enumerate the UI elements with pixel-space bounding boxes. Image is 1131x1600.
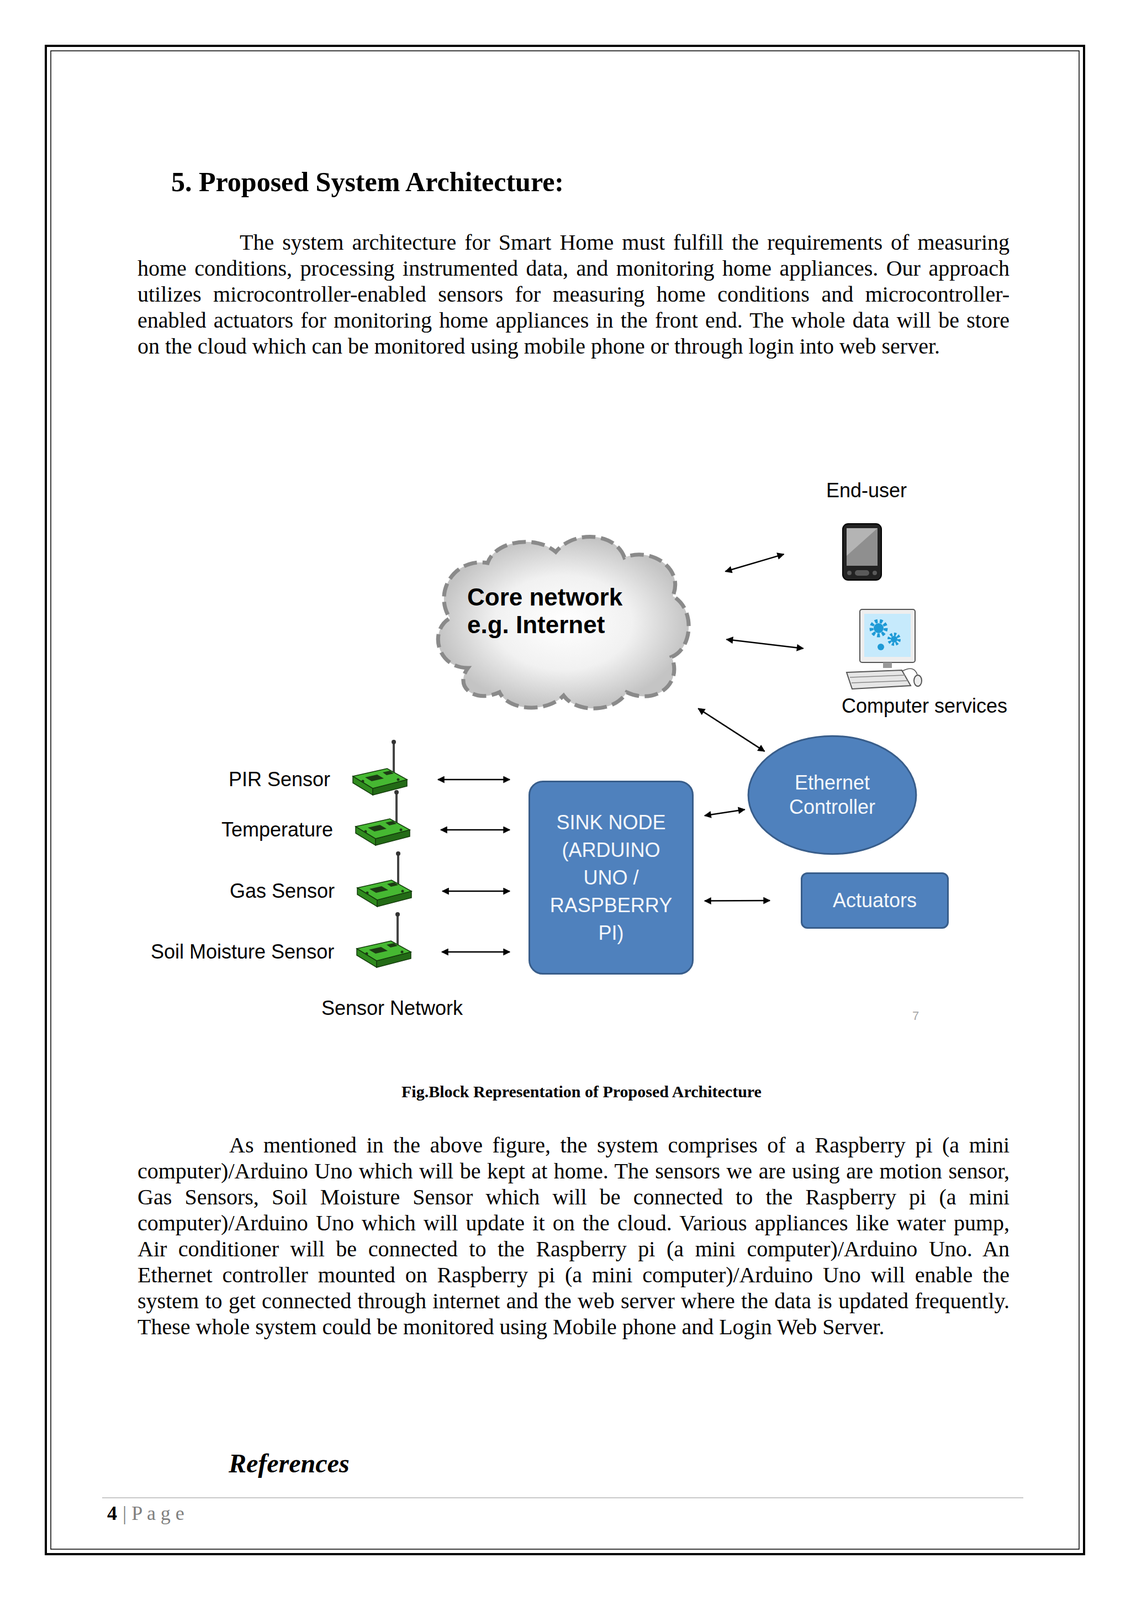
sensor-node: Soil Moisture Sensor: [150, 934, 415, 969]
keyboard-keys: [849, 674, 906, 678]
device-label: End-user: [826, 478, 907, 503]
keyboard: [846, 669, 911, 689]
cloud-shape: [437, 536, 689, 709]
link-arrow: [698, 707, 765, 751]
link-arrow: [725, 553, 785, 572]
chip: [385, 820, 397, 826]
end-user-device: End-user: [826, 478, 907, 581]
sensor-icon: [353, 934, 415, 969]
chip: [369, 885, 389, 893]
led: [400, 950, 404, 954]
board-top: [356, 940, 411, 961]
section-heading: References: [228, 1447, 350, 1479]
gear: [877, 643, 885, 650]
page-border-outer: [45, 45, 1085, 1554]
screen-glare: [846, 527, 878, 556]
mouse: [913, 674, 922, 686]
chip: [365, 774, 384, 781]
chip: [382, 770, 394, 775]
led: [364, 830, 368, 833]
body-paragraph: The system architecture for Smart Home m…: [137, 229, 1010, 359]
computer-icon: [844, 606, 923, 694]
group-label: Sensor Network: [321, 995, 463, 1020]
ellipse-shape: [748, 735, 917, 854]
ellipse-outline: [746, 734, 918, 855]
page-footer: | P a g e: [122, 1501, 185, 1525]
monitor-screen: [864, 613, 911, 657]
link-arrow: [437, 778, 510, 781]
phone-button: [847, 570, 852, 575]
chip: [387, 881, 399, 887]
sensor-label: Temperature: [221, 817, 334, 842]
gear: [873, 622, 884, 633]
monitor-stand: [883, 662, 892, 668]
sensor-node: Temperature: [221, 812, 414, 847]
led: [365, 952, 369, 955]
sensor-node: Gas Sensor: [229, 874, 415, 908]
phone-icon: [841, 522, 883, 581]
phone-button: [854, 569, 870, 576]
link-arrow: [726, 638, 804, 648]
page-border-inner: [50, 50, 1080, 1549]
led: [397, 778, 400, 781]
network-cloud: Core network e.g. Internet: [428, 525, 694, 715]
antenna-tip: [395, 911, 400, 917]
led: [366, 891, 369, 895]
body-paragraph: As mentioned in the above figure, the sy…: [137, 1131, 1010, 1340]
sensor-label: Gas Sensor: [229, 878, 335, 903]
chip: [368, 946, 388, 954]
figure-caption: Fig.Block Representation of Proposed Arc…: [305, 1081, 858, 1102]
phone-body: [842, 523, 882, 580]
sensor-label: PIR Sensor: [228, 767, 331, 792]
antenna-tip: [391, 739, 396, 744]
gear: [890, 635, 898, 643]
antenna: [392, 742, 395, 773]
chip: [386, 942, 398, 948]
sensor-icon: [349, 762, 411, 796]
sink-node-box: SINK NODE (ARDUINO UNO / RASPBERRY PI): [528, 780, 694, 975]
section-heading: 5. Proposed System Architecture:: [171, 165, 564, 198]
computer-services: Computer services: [841, 606, 1008, 718]
node-label: Ethernet Controller: [774, 770, 891, 819]
actuator-box: Actuators: [800, 871, 949, 929]
led: [401, 889, 405, 893]
phone-screen: [846, 527, 878, 566]
link-arrow: [704, 899, 770, 902]
page-number: 4: [107, 1501, 118, 1525]
keyboard-keys: [851, 680, 908, 683]
node-label: SINK NODE (ARDUINO UNO / RASPBERRY PI): [542, 808, 681, 947]
sensor-icon: [353, 874, 415, 908]
antenna: [397, 854, 400, 885]
board-top: [355, 818, 410, 839]
cloud-label: Core network e.g. Internet: [467, 583, 655, 639]
led: [399, 828, 403, 832]
board-top: [352, 768, 408, 789]
board-top: [357, 879, 412, 900]
monitor: [859, 609, 916, 663]
antenna-tip: [394, 789, 399, 795]
link-arrow: [704, 809, 745, 816]
link-arrow: [441, 950, 510, 953]
sensor-node: PIR Sensor: [228, 762, 411, 796]
gear: [871, 620, 886, 636]
sensor-icon: [352, 812, 414, 847]
antenna: [395, 793, 398, 823]
antenna: [396, 915, 399, 945]
device-label: Computer services: [841, 693, 1008, 718]
controller-ellipse: Ethernet Controller: [746, 734, 918, 855]
gear: [889, 633, 900, 644]
link-arrow: [442, 890, 510, 892]
phone-button: [872, 570, 877, 575]
mouse-cable: [901, 668, 918, 675]
slide-number: 7: [912, 1008, 919, 1023]
antenna-tip: [395, 851, 401, 856]
footer-rule: [102, 1496, 1024, 1498]
chip: [367, 824, 387, 832]
led: [361, 779, 365, 783]
sensor-label: Soil Moisture Sensor: [150, 939, 335, 964]
node-label: Actuators: [832, 886, 917, 914]
link-arrow: [440, 828, 510, 831]
